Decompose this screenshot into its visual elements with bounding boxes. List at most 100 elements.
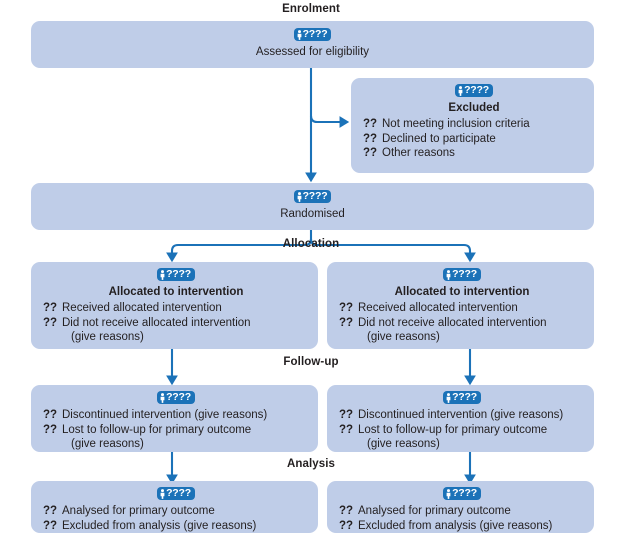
badge-count: ???? [166, 487, 191, 500]
bullet-count: ?? [339, 423, 354, 436]
participant-count-badge: ???? [157, 391, 195, 405]
list-item-label: Received allocated intervention [62, 302, 222, 314]
participant-count-badge: ???? [443, 487, 481, 501]
bullet-count: ?? [43, 423, 58, 436]
badge-count: ???? [452, 268, 477, 281]
bullet-count: ?? [363, 132, 378, 145]
bullet-count: ?? [339, 302, 354, 314]
person-icon [297, 29, 302, 40]
list-item-subtext: (give reasons) [367, 331, 440, 343]
list-item-label: Analysed for primary outcome [358, 505, 511, 517]
list-item-label: Discontinued intervention (give reasons) [358, 409, 564, 421]
participant-count-badge: ???? [443, 268, 481, 282]
person-icon [446, 392, 451, 403]
list-item-label: Other reasons [382, 147, 455, 159]
participant-count-badge: ???? [157, 487, 195, 501]
person-icon [458, 85, 463, 96]
list-item: ?? Lost to follow-up for primary outcome… [339, 423, 585, 452]
arrow-assessed-to-excluded [309, 115, 350, 128]
bullet-count: ?? [339, 316, 354, 329]
participant-count-badge: ???? [293, 190, 332, 204]
list-item-subtext: (give reasons) [367, 438, 440, 450]
badge-row: ???? [43, 267, 309, 283]
list-item-label: Analysed for primary outcome [62, 505, 215, 517]
list-item: ?? Analysed for primary outcome [43, 504, 309, 519]
participant-count-badge: ???? [455, 84, 493, 98]
badge-row: ???? [339, 267, 585, 283]
bullet-count: ?? [363, 118, 378, 130]
list-item-label: Did not receive allocated intervention [62, 316, 251, 329]
person-icon [446, 488, 451, 499]
stage-label-enrolment: Enrolment [282, 3, 340, 15]
badge-count: ???? [464, 84, 489, 97]
analysis-right-list: ?? Analysed for primary outcome ?? Exclu… [339, 504, 585, 533]
list-item: ?? Received allocated intervention [339, 301, 585, 316]
list-item-label: Excluded from analysis (give reasons) [62, 519, 257, 532]
box-allocated-left: ???? Allocated to intervention ?? Receiv… [31, 262, 318, 349]
box-randomised-text: Randomised [280, 208, 345, 220]
badge-count: ???? [302, 190, 328, 203]
badge-row: ???? [43, 390, 309, 406]
allocated-left-list: ?? Received allocated intervention ?? Di… [43, 301, 309, 345]
list-item-label: Lost to follow-up for primary outcome [358, 423, 548, 436]
list-item-subtext: (give reasons) [71, 331, 144, 343]
bullet-count: ?? [43, 316, 58, 329]
box-allocated-left-title: Allocated to intervention [108, 286, 244, 298]
box-allocated-right-title: Allocated to intervention [394, 286, 530, 298]
stage-label-analysis: Analysis [286, 458, 336, 470]
participant-count-badge: ???? [157, 268, 195, 282]
list-item: ?? Did not receive allocated interventio… [43, 316, 309, 345]
badge-row: ???? [41, 189, 584, 205]
box-excluded: ???? Excluded ?? Not meeting inclusion c… [351, 78, 594, 173]
box-followup-right: ???? ?? Discontinued intervention (give … [327, 385, 594, 452]
stage-label-followup: Follow-up [283, 356, 339, 368]
badge-count: ???? [166, 391, 191, 404]
analysis-left-list: ?? Analysed for primary outcome ?? Exclu… [43, 504, 309, 533]
list-item: ?? Declined to participate [363, 132, 585, 147]
badge-row: ???? [339, 390, 585, 406]
list-item-label: Discontinued intervention (give reasons) [62, 409, 268, 421]
box-assessed-text: Assessed for eligibility [255, 46, 370, 58]
list-item-label: Declined to participate [382, 132, 496, 145]
badge-row: ???? [41, 27, 584, 43]
person-icon [297, 191, 302, 202]
list-item-label: Did not receive allocated intervention [358, 316, 547, 329]
list-item-label: Excluded from analysis (give reasons) [358, 519, 553, 532]
followup-right-list: ?? Discontinued intervention (give reaso… [339, 408, 585, 452]
list-item: ?? Excluded from analysis (give reasons) [43, 519, 309, 534]
box-assessed-for-eligibility: ???? Assessed for eligibility [31, 21, 594, 68]
stage-label-allocation: Allocation [282, 238, 340, 250]
list-item: ?? Discontinued intervention (give reaso… [339, 408, 585, 423]
person-icon [160, 488, 165, 499]
badge-count: ???? [452, 391, 477, 404]
badge-count: ???? [302, 28, 328, 41]
list-item: ?? Excluded from analysis (give reasons) [339, 519, 585, 534]
participant-count-badge: ???? [443, 391, 481, 405]
box-excluded-title: Excluded [448, 102, 500, 114]
bullet-count: ?? [339, 519, 354, 532]
list-item: ?? Did not receive allocated interventio… [339, 316, 585, 345]
list-item: ?? Analysed for primary outcome [339, 504, 585, 519]
list-item: ?? Other reasons [363, 146, 585, 161]
badge-row: ???? [339, 486, 585, 502]
bullet-count: ?? [43, 409, 58, 421]
box-analysis-right: ???? ?? Analysed for primary outcome ?? … [327, 481, 594, 533]
allocated-right-list: ?? Received allocated intervention ?? Di… [339, 301, 585, 345]
list-item: ?? Not meeting inclusion criteria [363, 117, 585, 132]
list-item-label: Lost to follow-up for primary outcome [62, 423, 252, 436]
badge-count: ???? [452, 487, 477, 500]
person-icon [446, 269, 451, 280]
bullet-count: ?? [363, 147, 378, 159]
bullet-count: ?? [339, 505, 354, 517]
list-item-label: Received allocated intervention [358, 302, 518, 314]
badge-row: ???? [363, 83, 585, 99]
person-icon [160, 392, 165, 403]
list-item: ?? Discontinued intervention (give reaso… [43, 408, 309, 423]
excluded-reason-list: ?? Not meeting inclusion criteria ?? Dec… [363, 117, 585, 161]
followup-left-list: ?? Discontinued intervention (give reaso… [43, 408, 309, 452]
list-item-subtext: (give reasons) [71, 438, 144, 450]
bullet-count: ?? [43, 302, 58, 314]
box-allocated-right: ???? Allocated to intervention ?? Receiv… [327, 262, 594, 349]
bullet-count: ?? [43, 519, 58, 532]
